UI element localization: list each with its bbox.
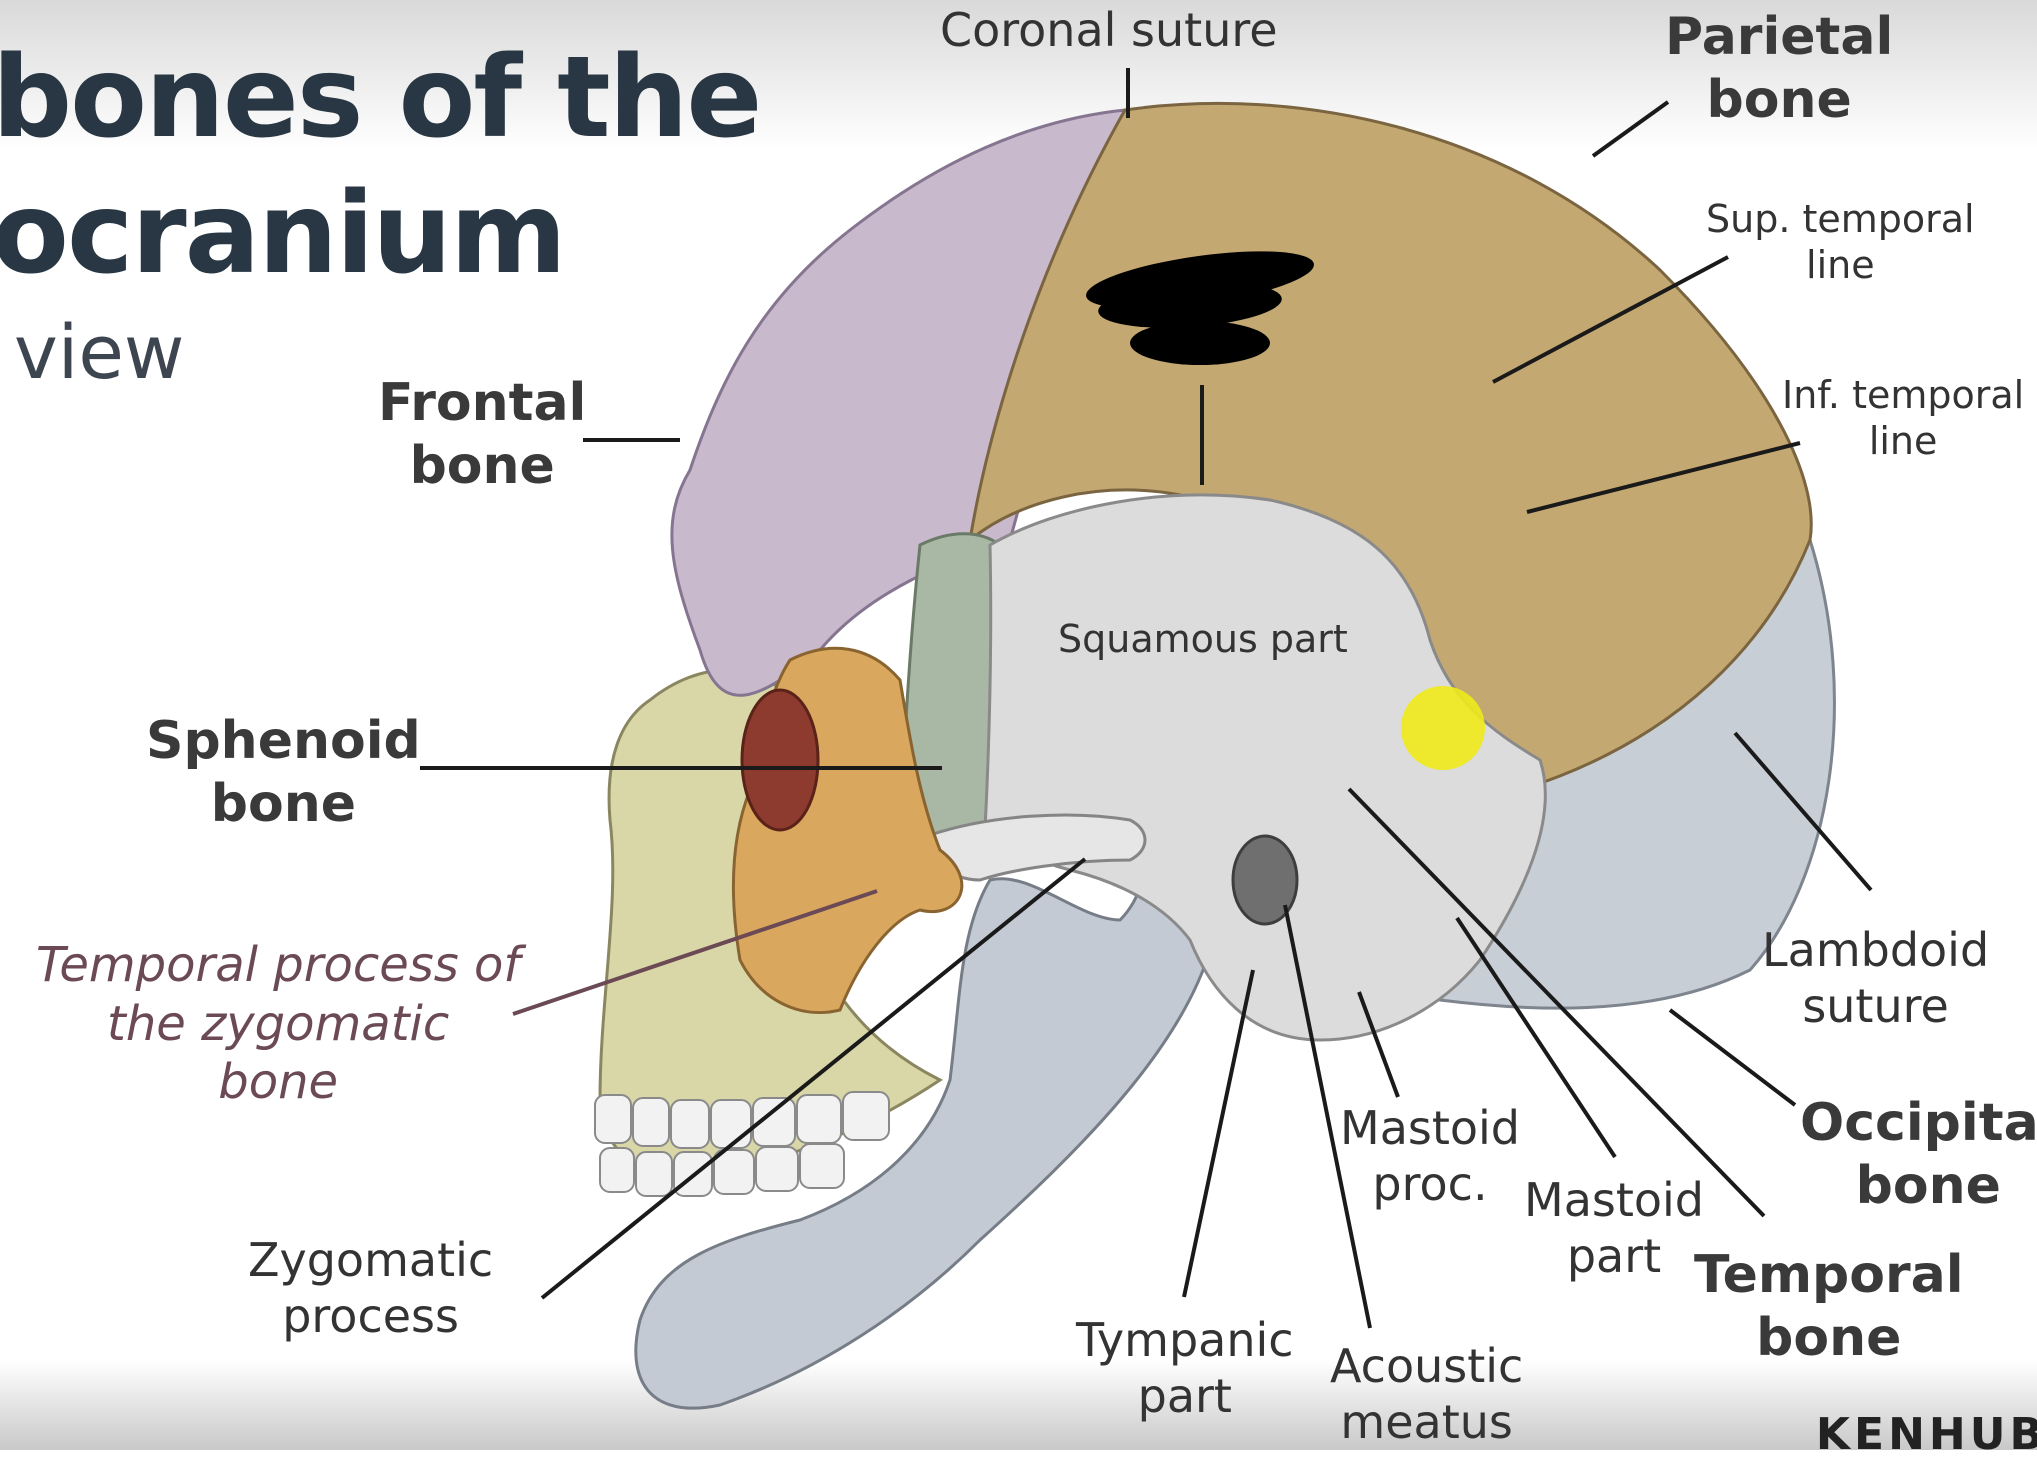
teeth-group xyxy=(594,1091,890,1197)
leader-temporal-bone xyxy=(1347,787,1766,1218)
top-shading xyxy=(0,0,2037,150)
leader-lambdoid-suture xyxy=(1733,731,1873,892)
redaction-mark xyxy=(1086,251,1314,365)
leader-mastoid-part xyxy=(1455,916,1617,1159)
leader-inf-temporal-line xyxy=(1526,441,1801,514)
leader-acoustic-meatus xyxy=(1283,904,1372,1329)
orbit-shape xyxy=(740,688,820,832)
zygomatic-arch-shape xyxy=(928,813,1147,882)
leader-lines xyxy=(420,68,1873,1329)
bottom-shading xyxy=(0,1360,2037,1450)
slide-subtitle: view xyxy=(14,310,185,396)
leader-sup-temporal-line xyxy=(1492,255,1729,384)
watermark-logo: KENHUB xyxy=(1815,1409,2037,1460)
leader-tympanic-part xyxy=(1182,969,1255,1298)
label-squamous-part: Squamous part xyxy=(1058,617,1348,661)
highlight-dot xyxy=(1401,686,1485,770)
slide-title-line2: ocranium xyxy=(0,169,567,299)
label-coronal-suture: Coronal suture xyxy=(940,3,1278,57)
leader-parietal-bone xyxy=(1591,100,1670,158)
mandible-shape xyxy=(634,866,1219,1410)
leader-mastoid-proc xyxy=(1357,991,1400,1098)
leader-occipital-bone xyxy=(1668,1008,1797,1107)
slide-title-line1: bones of the xyxy=(0,33,762,163)
leader-temporal-process xyxy=(512,889,878,1016)
acoustic-meatus-shape xyxy=(1231,834,1299,926)
leader-zygomatic-process xyxy=(540,857,1087,1300)
